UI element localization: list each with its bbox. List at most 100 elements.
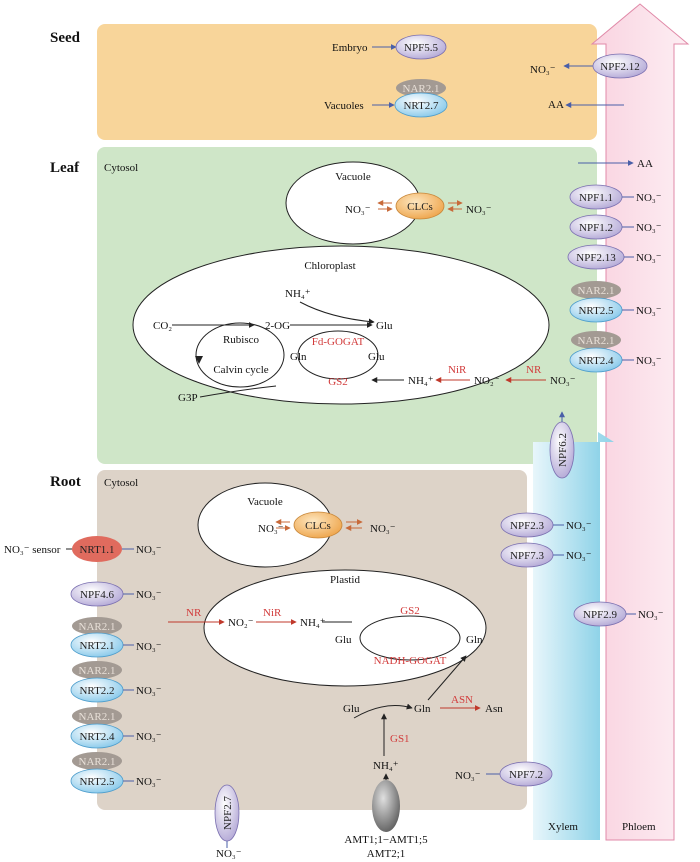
npf2-3-label: NPF2.3: [510, 520, 544, 532]
phloem-label: Phloem: [622, 821, 656, 833]
root-vac-no3-left: NO₃⁻: [258, 523, 284, 535]
root-clcs-label: CLCs: [305, 520, 331, 532]
root-vac-no3-right: NO₃⁻: [370, 523, 396, 535]
npf2-12-transporter: [592, 53, 648, 79]
leaf-nrt2-4-no3: NO₃⁻: [636, 355, 662, 367]
leaf-gln: Gln: [290, 351, 307, 363]
leaf-nar2-1-b-label: NAR2.1: [578, 335, 615, 347]
root-glu-plastid: Glu: [335, 634, 352, 646]
phloem-arrow: [590, 3, 690, 841]
leaf-vacuole-label: Vacuole: [335, 171, 371, 183]
leaf-glu-mid: Glu: [368, 351, 385, 363]
npf2-13-no3: NO₃⁻: [636, 252, 662, 264]
seed-vacuoles-label: Vacuoles: [324, 100, 364, 112]
npf7-3-label: NPF7.3: [510, 550, 544, 562]
npf1-2-no3: NO₃⁻: [636, 222, 662, 234]
seed-compartment: [97, 24, 597, 140]
root-gogat-cycle: [359, 615, 461, 661]
seed-label: Seed: [50, 30, 81, 46]
leaf-no2: NO₂⁻: [474, 375, 500, 387]
root-nh4: NH₄⁺: [300, 617, 326, 629]
plastid: [203, 569, 487, 687]
leaf-no3-chl: NO₃⁻: [550, 375, 576, 387]
nadh-gogat-label: NADH-GOGAT: [374, 655, 447, 667]
seed-no3-label: NO₃⁻: [530, 64, 556, 76]
leaf-vac-no3-left: NO₃⁻: [345, 204, 371, 216]
root-vacuole-label: Vacuole: [247, 496, 283, 508]
amt-label: AMT1;1−AMT1;5: [344, 834, 428, 846]
root-nar2-1-d-label: NAR2.1: [79, 756, 116, 768]
root-nar2-1-a: [72, 617, 122, 635]
nrt2-7-label: NRT2.7: [403, 100, 439, 112]
leaf-vac-no3-right: NO₃⁻: [466, 204, 492, 216]
npf1-2-label: NPF1.2: [579, 222, 613, 234]
root-gln-cytosol: Gln: [414, 703, 431, 715]
root-nir: NiR: [263, 607, 282, 619]
leaf-co2: CO₂: [153, 320, 172, 332]
root-nrt2-1-label: NRT2.1: [79, 640, 114, 652]
leaf-nh4-bottom: NH₄⁺: [408, 375, 434, 387]
npf1-1-no3: NO₃⁻: [636, 192, 662, 204]
seed-nar2-1: [396, 79, 446, 97]
fd-gogat-label: Fd-GOGAT: [312, 336, 365, 348]
npf6-2-label: NPF6.2: [557, 433, 569, 467]
leaf-clcs: [395, 192, 445, 220]
root-nh4-cytosol: NH₄⁺: [373, 760, 399, 772]
leaf-nir: NiR: [448, 364, 467, 376]
leaf-glu-top: Glu: [376, 320, 393, 332]
leaf-aa: AA: [637, 158, 653, 170]
root-nrt2-5-label: NRT2.5: [79, 776, 115, 788]
leaf-nrt2-5-label: NRT2.5: [578, 305, 614, 317]
g3p-label: G3P: [178, 392, 198, 404]
asn-label: Asn: [485, 703, 503, 715]
root-nar2-1-b-label: NAR2.1: [79, 665, 116, 677]
nrt1-1-label: NRT1.1: [79, 544, 114, 556]
root-nrt2-4-no3: NO₃⁻: [136, 731, 162, 743]
root-nar2-1-d: [72, 752, 122, 770]
leaf-nrt2-5-no3: NO₃⁻: [636, 305, 662, 317]
seed-nar2-1-label: NAR2.1: [403, 83, 440, 95]
root-label: Root: [50, 474, 81, 490]
npf2-7-no3: NO₃⁻: [216, 848, 242, 860]
root-no2: NO₂⁻: [228, 617, 254, 629]
root-nar2-1-c-label: NAR2.1: [79, 711, 116, 723]
npf2-9-label: NPF2.9: [583, 609, 617, 621]
root-group: Vacuole CLCs NO₃⁻ NO₃⁻ NO₃⁻ sensor NRT1.…: [4, 482, 664, 860]
leaf-group: Vacuole CLCs NO₃⁻ NO₃⁻ Chloroplast NH₄⁺ …: [132, 158, 662, 479]
leaf-gs2: GS2: [328, 376, 348, 388]
asn-enzyme-label: ASN: [451, 694, 473, 706]
root-nrt2-4-label: NRT2.4: [79, 731, 115, 743]
npf2-3-no3: NO₃⁻: [566, 520, 592, 532]
npf2-7-label: NPF2.7: [222, 796, 234, 830]
nrt1-1-no3: NO₃⁻: [136, 544, 162, 556]
root-nrt2-1-no3: NO₃⁻: [136, 641, 162, 653]
plastid-label: Plastid: [330, 574, 360, 586]
npf1-1-label: NPF1.1: [579, 192, 613, 204]
amt-transporter: [372, 780, 400, 832]
npf2-9-no3: NO₃⁻: [638, 609, 664, 621]
npf7-2-transporter: [499, 761, 553, 787]
npf7-2-label: NPF7.2: [509, 769, 543, 781]
npf7-2-no3: NO₃⁻: [455, 770, 481, 782]
leaf-clcs-label: CLCs: [407, 201, 433, 213]
root-nrt2-2-no3: NO₃⁻: [136, 685, 162, 697]
amt2-label: AMT2;1: [367, 848, 406, 860]
leaf-nar2-1-b: [571, 331, 621, 349]
root-nar2-1-a-label: NAR2.1: [79, 621, 116, 633]
npf2-12-label: NPF2.12: [600, 61, 639, 73]
root-glu-cytosol: Glu: [343, 703, 360, 715]
nrt2-7-transporter: [394, 92, 448, 118]
leaf-2og: 2-OG: [265, 320, 290, 332]
root-nr: NR: [186, 607, 202, 619]
seed-group: Embryo NPF5.5 NAR2.1 Vacuoles NRT2.7 NO₃…: [324, 34, 648, 118]
no3-sensor-label: NO₃⁻ sensor: [4, 544, 61, 556]
calvin-label: Calvin cycle: [213, 364, 268, 376]
npf4-6-no3: NO₃⁻: [136, 589, 162, 601]
leaf-nar2-1-a-label: NAR2.1: [578, 285, 615, 297]
leaf-label: Leaf: [50, 160, 80, 176]
seed-aa-label: AA: [548, 99, 564, 111]
root-nar2-1-c: [72, 707, 122, 725]
root-gln-plastid: Gln: [466, 634, 483, 646]
npf4-6-label: NPF4.6: [80, 589, 114, 601]
leaf-nar2-1-a: [571, 281, 621, 299]
